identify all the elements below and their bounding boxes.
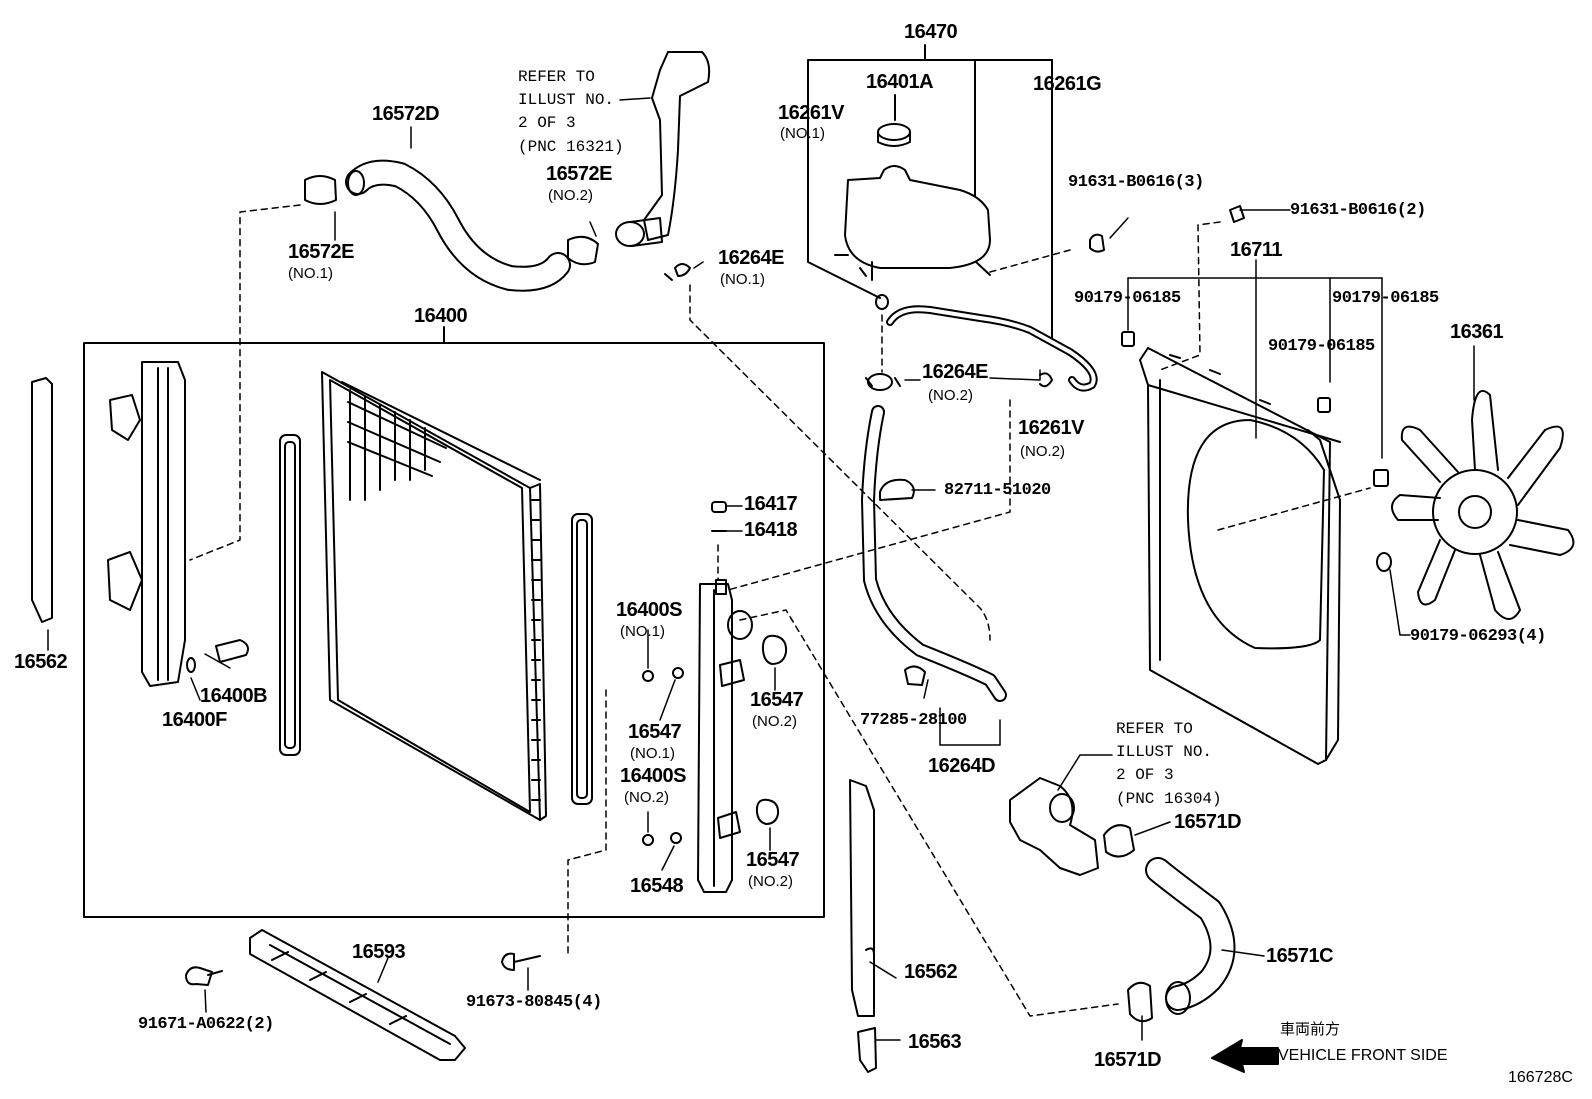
part-label-16547-no2-a: 16547 bbox=[750, 689, 804, 711]
gasket-left bbox=[279, 434, 301, 756]
part-label-16711: 16711 bbox=[1230, 239, 1283, 261]
reservoir-cap bbox=[877, 123, 911, 141]
part-label-90179-06185-c: 90179-06185 bbox=[1268, 337, 1375, 356]
part-label-16563: 16563 bbox=[908, 1031, 962, 1053]
part-sublabel-16400S-no1: (NO.1) bbox=[620, 623, 665, 640]
part-label-16361: 16361 bbox=[1450, 321, 1504, 343]
part-label-16418: 16418 bbox=[744, 519, 798, 541]
side-seal-right bbox=[849, 779, 875, 1017]
reservoir-callout-lines bbox=[807, 44, 1069, 351]
part-label-16562-left: 16562 bbox=[14, 651, 68, 673]
part-label-16417: 16417 bbox=[744, 493, 798, 515]
part-label-16400B: 16400B bbox=[200, 685, 268, 707]
part-label-16572E-no2: 16572E bbox=[546, 163, 612, 185]
part-label-16571D-a: 16571D bbox=[1174, 811, 1242, 833]
vehicle-front-label-jp: 車両前方 bbox=[1280, 1020, 1341, 1038]
dashed-lines bbox=[189, 204, 1371, 1017]
part-label-16562-right: 16562 bbox=[904, 961, 958, 983]
part-label-16264E-no2: 16264E bbox=[922, 361, 988, 383]
part-sublabel-16547-no2-a: (NO.2) bbox=[752, 713, 797, 730]
side-seal-left bbox=[31, 377, 53, 623]
clip-16563 bbox=[857, 1027, 877, 1073]
cooling-fan bbox=[1391, 389, 1575, 620]
part-label-16264D: 16264D bbox=[928, 755, 996, 777]
part-label-90179-06185-b: 90179-06185 bbox=[1332, 289, 1439, 308]
part-label-16548: 16548 bbox=[630, 875, 684, 897]
part-label-90179-06293-4: 90179-06293(4) bbox=[1410, 627, 1546, 646]
part-label-82711-51020: 82711-51020 bbox=[944, 481, 1051, 500]
part-sublabel-16261V-no1: (NO.1) bbox=[780, 125, 825, 142]
part-label-16571C: 16571C bbox=[1266, 945, 1334, 967]
gasket-right bbox=[571, 513, 593, 805]
part-label-91631-B0616-2: 91631-B0616(2) bbox=[1290, 201, 1426, 220]
part-label-16593: 16593 bbox=[352, 941, 406, 963]
part-sublabel-16572E-no2: (NO.2) bbox=[548, 187, 593, 204]
part-sublabel-16264E-no2: (NO.2) bbox=[928, 387, 973, 404]
part-label-77285-28100: 77285-28100 bbox=[860, 711, 967, 730]
part-label-16261G: 16261G bbox=[1033, 73, 1102, 95]
refer-note-mid: REFER TO ILLUST NO. 2 OF 3 (PNC 16304) bbox=[1116, 720, 1222, 808]
leader-lines bbox=[47, 97, 1475, 1041]
part-label-16261V-no2: 16261V bbox=[1018, 417, 1084, 439]
vehicle-front-label: VEHICLE FRONT SIDE bbox=[1278, 1047, 1448, 1064]
part-sublabel-16547-no2-b: (NO.2) bbox=[748, 873, 793, 890]
part-label-16401A: 16401A bbox=[866, 71, 934, 93]
part-label-91673-80845-4: 91673-80845(4) bbox=[466, 993, 602, 1012]
part-label-16547-no2-b: 16547 bbox=[746, 849, 800, 871]
refer-note-top: REFER TO ILLUST NO. 2 OF 3 (PNC 16321) bbox=[518, 68, 624, 156]
illustration-id: 166728C bbox=[1508, 1069, 1573, 1086]
part-sublabel-16261V-no2: (NO.2) bbox=[1020, 443, 1065, 460]
part-sublabel-16572E-no1: (NO.1) bbox=[288, 265, 333, 282]
part-label-16572E-no1: 16572E bbox=[288, 241, 354, 263]
part-label-16400F: 16400F bbox=[162, 709, 227, 731]
part-label-16400: 16400 bbox=[414, 305, 468, 327]
part-label-16261V-no1: 16261V bbox=[778, 102, 844, 124]
clip-82711 bbox=[879, 478, 915, 501]
reservoir-tank bbox=[844, 165, 991, 269]
part-label-16470: 16470 bbox=[904, 21, 958, 43]
radiator-assembly-box bbox=[83, 342, 825, 918]
small-clamps bbox=[664, 263, 1053, 391]
part-sublabel-16264E-no1: (NO.1) bbox=[720, 271, 765, 288]
part-label-91671-A0622-2: 91671-A0622(2) bbox=[138, 1015, 274, 1034]
part-label-16572D: 16572D bbox=[372, 103, 440, 125]
radiator-left-tank bbox=[141, 361, 186, 687]
front-direction-arrow bbox=[1211, 1039, 1279, 1073]
part-label-16264E-no1: 16264E bbox=[718, 247, 784, 269]
part-label-16571D-b: 16571D bbox=[1094, 1049, 1162, 1071]
radiator-core bbox=[321, 371, 547, 821]
fan-shroud bbox=[1139, 347, 1341, 765]
part-label-91631-B0616-3: 91631-B0616(3) bbox=[1068, 173, 1204, 192]
part-label-16547-no1: 16547 bbox=[628, 721, 682, 743]
part-sublabel-16400S-no2: (NO.2) bbox=[624, 789, 669, 806]
bolts bbox=[185, 205, 1245, 986]
part-sublabel-16547-no1: (NO.1) bbox=[630, 745, 675, 762]
part-label-16400S-no2: 16400S bbox=[620, 765, 686, 787]
part-label-16400S-no1: 16400S bbox=[616, 599, 682, 621]
water-outlet-pipe bbox=[643, 51, 711, 241]
part-label-90179-06185-a: 90179-06185 bbox=[1074, 289, 1181, 308]
water-inlet-housing bbox=[1009, 777, 1099, 876]
